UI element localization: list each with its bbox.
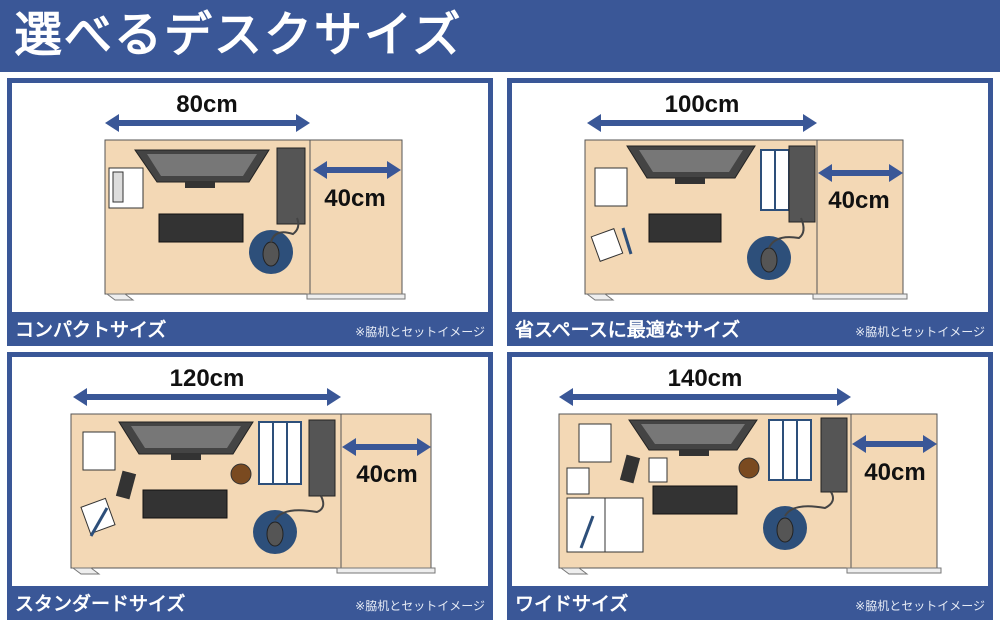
coffee-cup-icon bbox=[738, 457, 760, 479]
calculator-icon bbox=[648, 457, 668, 483]
panel-caption: ワイドサイズ bbox=[515, 593, 629, 615]
mouse-icon bbox=[776, 517, 794, 543]
pc-tower-icon bbox=[788, 145, 816, 223]
keyboard-icon bbox=[652, 485, 738, 515]
panel-caption: スタンダードサイズ bbox=[15, 593, 186, 615]
pc-tower-icon bbox=[276, 147, 306, 225]
width-label: 100cm bbox=[665, 91, 740, 118]
coffee-cup-icon bbox=[230, 463, 252, 485]
side-cabinet bbox=[340, 413, 432, 569]
panel-caption: 省スペースに最適なサイズ bbox=[515, 319, 741, 341]
panel-space-saving: 100cm 40cm 省スペースに最適なサイズ ※脇机とセットイメージ bbox=[507, 78, 993, 346]
binder-icon bbox=[272, 421, 288, 485]
width-label: 120cm bbox=[170, 365, 245, 392]
panel-note: ※脇机とセットイメージ bbox=[355, 599, 485, 613]
side-cabinet bbox=[309, 139, 403, 295]
smartphone-icon bbox=[115, 470, 137, 500]
side-label: 40cm bbox=[828, 187, 889, 214]
desk-illustration-compact: 80cm 40cm bbox=[12, 83, 488, 312]
panel-standard: 120cm 40cm スタンダードサイズ ※脇机とセットイメージ bbox=[7, 352, 493, 620]
width-label: 140cm bbox=[668, 365, 743, 392]
mouse-icon bbox=[760, 247, 778, 273]
memo-pad-icon bbox=[80, 497, 116, 535]
pc-tower-icon bbox=[308, 419, 336, 497]
width-label: 80cm bbox=[176, 91, 237, 118]
panel-note: ※脇机とセットイメージ bbox=[355, 325, 485, 339]
desk-illustration-standard: 120cm 40cm bbox=[12, 357, 488, 586]
memo-pad-icon bbox=[590, 228, 624, 262]
side-label: 40cm bbox=[356, 461, 417, 488]
phone-icon bbox=[578, 423, 612, 463]
smartphone-icon bbox=[619, 454, 641, 484]
binder-icon bbox=[760, 149, 776, 211]
page-header: 選べるデスクサイズ bbox=[0, 0, 1000, 72]
desk-illustration-wide: 140cm 40cm bbox=[512, 357, 988, 586]
binder-icon bbox=[258, 421, 274, 485]
side-cabinet bbox=[816, 139, 904, 295]
keyboard-icon bbox=[142, 489, 228, 519]
keyboard-icon bbox=[648, 213, 722, 243]
pc-tower-icon bbox=[820, 417, 848, 493]
binder-icon bbox=[768, 419, 784, 481]
panel-caption: コンパクトサイズ bbox=[15, 319, 167, 341]
panel-note: ※脇机とセットイメージ bbox=[855, 599, 985, 613]
phone-icon bbox=[594, 167, 628, 207]
panel-wide: 140cm 40cm ワイドサイズ ※脇机とセットイメージ bbox=[507, 352, 993, 620]
binder-icon bbox=[782, 419, 798, 481]
panel-compact: 80cm 40cm コンパクトサイズ ※脇机とセットイメージ bbox=[7, 78, 493, 346]
side-label: 40cm bbox=[864, 459, 925, 486]
mouse-icon bbox=[262, 241, 280, 267]
panel-note: ※脇机とセットイメージ bbox=[855, 325, 985, 339]
desk-illustration-space-saving: 100cm 40cm bbox=[512, 83, 988, 312]
keyboard-icon bbox=[158, 213, 244, 243]
mouse-icon bbox=[266, 521, 284, 547]
side-label: 40cm bbox=[324, 185, 385, 212]
page-title: 選べるデスクサイズ bbox=[14, 7, 463, 63]
memo-pad-icon bbox=[566, 467, 590, 495]
phone-icon bbox=[82, 431, 116, 471]
binder-icon bbox=[774, 149, 790, 211]
